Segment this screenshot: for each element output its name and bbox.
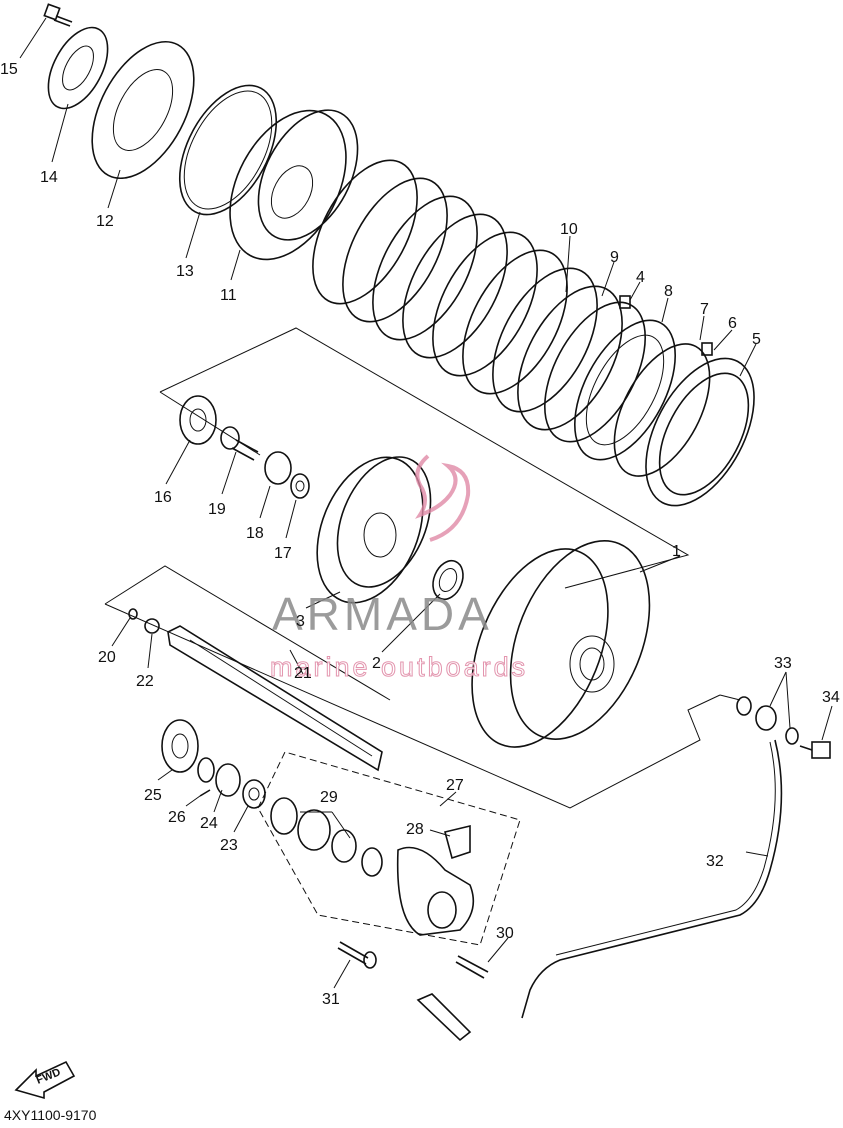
callout-23: 23: [220, 837, 238, 854]
callout-2: 2: [372, 655, 381, 672]
callout-9: 9: [610, 249, 619, 266]
callout-21: 21: [294, 665, 312, 682]
watermark-swan-logo: [415, 454, 471, 542]
callout-16: 16: [154, 489, 172, 506]
part-8-spring-plate: [573, 319, 677, 461]
callout-1: 1: [672, 543, 681, 560]
part-23-seal: [242, 779, 266, 809]
part-4-pin: [619, 295, 631, 309]
callout-19: 19: [208, 501, 226, 518]
part-27-release-cylinder: [396, 846, 475, 936]
part-20-ring: [128, 608, 138, 620]
callout-18: 18: [246, 525, 264, 542]
part-21-push-rod: [167, 625, 383, 772]
watermark-brand: ARMADA: [272, 588, 493, 640]
part-18-nut: [264, 451, 292, 485]
callout-30: 30: [496, 925, 514, 942]
part-16-bearing: [179, 395, 217, 445]
part-17-washer: [290, 473, 310, 499]
part-32-hydraulic-hose: [416, 739, 783, 1042]
callout-12: 12: [96, 213, 114, 230]
callout-20: 20: [98, 649, 116, 666]
part-24-collar: [197, 757, 241, 797]
callout-31: 31: [322, 991, 340, 1008]
part-5-friction-ring: [645, 357, 755, 507]
callout-15: 15: [0, 61, 18, 78]
assembly-outline-lower: [104, 565, 741, 809]
part-11-pressure-plate: [229, 109, 359, 261]
part-28-bleeder: [444, 824, 471, 860]
part-13-ring: [178, 84, 278, 216]
callout-29: 29: [320, 789, 338, 806]
part-14-plate: [47, 26, 109, 110]
part-15-bolt: [43, 3, 73, 27]
clutch-plate-stack: [312, 159, 598, 413]
fwd-arrow: FWD: [14, 1060, 76, 1100]
callout-10: 10: [560, 221, 578, 238]
part-22-ball: [144, 618, 160, 634]
callout-7: 7: [700, 301, 709, 318]
callout-25: 25: [144, 787, 162, 804]
callout-24: 24: [200, 815, 218, 832]
diagram-part-code: 4XY1100-9170: [4, 1107, 97, 1123]
callout-27: 27: [446, 777, 464, 794]
part-7-seat: [613, 343, 711, 477]
callout-11: 11: [220, 287, 237, 304]
part-10-plate: [517, 285, 623, 431]
callout-4: 4: [636, 269, 645, 286]
part-31-bolt: [337, 941, 377, 969]
callout-26: 26: [168, 809, 186, 826]
part-34-union-bolt: [799, 741, 831, 759]
part-6-pin: [701, 342, 713, 356]
callout-3: 3: [296, 613, 305, 630]
callout-6: 6: [728, 315, 737, 332]
part-1-clutch-housing: [471, 540, 651, 748]
watermark: ARMADA marine outboards: [270, 454, 528, 683]
part-29-piston-kit: [257, 751, 521, 946]
callout-5: 5: [752, 331, 761, 348]
part-25-bearing: [161, 719, 199, 773]
callout-34: 34: [822, 689, 840, 706]
part-2-washer: [432, 559, 464, 601]
callout-32: 32: [706, 853, 724, 870]
callout-28: 28: [406, 821, 424, 838]
callout-33: 33: [774, 655, 792, 672]
callout-13: 13: [176, 263, 194, 280]
part-19-bolt: [220, 426, 259, 461]
part-12-disc: [91, 40, 195, 180]
part-33-washers: [736, 696, 799, 745]
callout-14: 14: [40, 169, 58, 186]
watermark-tagline: marine outboards: [270, 652, 528, 682]
callout-17: 17: [274, 545, 292, 562]
callout-8: 8: [664, 283, 673, 300]
part-30-bolt: [455, 955, 489, 979]
part-26-clip: [199, 789, 211, 797]
leader-lines: [19, 17, 833, 989]
part-3-clutch-boss: [316, 456, 432, 604]
callout-22: 22: [136, 673, 154, 690]
